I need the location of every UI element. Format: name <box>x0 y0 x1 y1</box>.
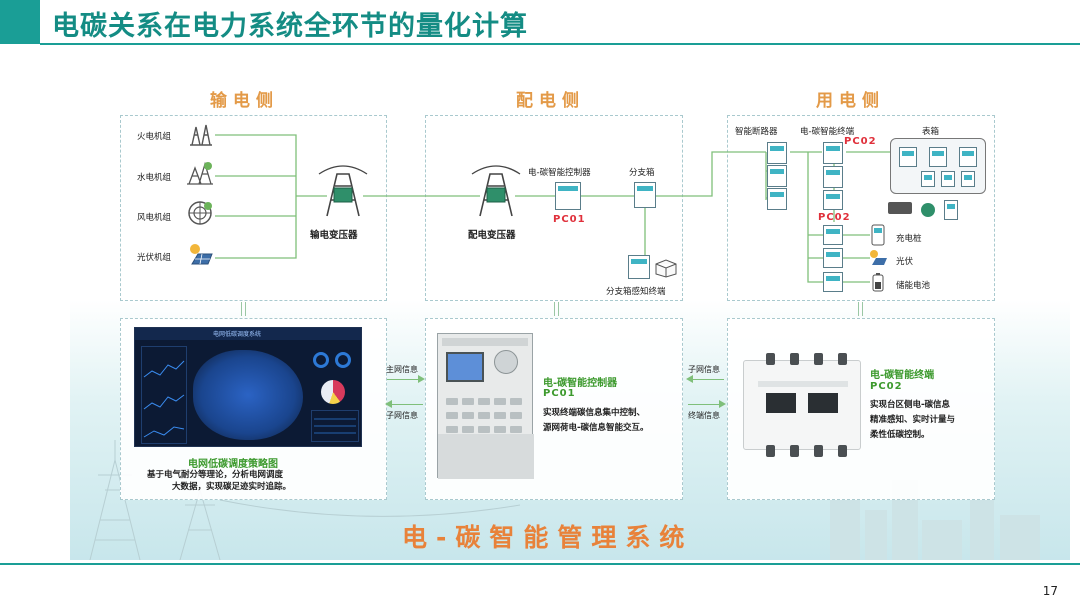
terminal-device-5 <box>823 248 843 268</box>
transmission-label: 输电侧 <box>210 86 279 111</box>
arrow-terminal-info <box>688 404 724 405</box>
link-tick-right <box>858 302 863 316</box>
controller-device <box>437 333 533 478</box>
terminal-desc-line3: 柔性低碳控制。 <box>870 428 930 443</box>
screen-left-panel <box>141 346 187 444</box>
gen-label-wind: 风电机组 <box>137 211 171 223</box>
controller-label: 电-碳智能控制器 <box>528 166 591 178</box>
solar-load-icon <box>868 249 888 267</box>
load-label-solar: 光伏 <box>896 255 913 267</box>
load-label-battery: 储能电池 <box>896 279 930 291</box>
breaker-device-1 <box>767 142 787 164</box>
load-label-charging: 充电桩 <box>896 232 922 244</box>
hydro-plant-icon <box>186 160 214 186</box>
thermal-plant-icon <box>188 121 214 147</box>
screen-pie-chart <box>321 380 345 404</box>
gen-label-solar: 光伏机组 <box>137 251 171 263</box>
package-icon <box>654 258 678 278</box>
screen-gauge-1 <box>313 352 329 368</box>
controller-device-icon <box>555 182 581 210</box>
screen-right-table <box>311 410 359 442</box>
battery-icon <box>872 272 884 292</box>
transmission-transformer-label: 输电变压器 <box>310 227 358 241</box>
arrow-label-substation-info: 子网信息 <box>386 410 418 421</box>
controller-desc-line2: 源网荷电-碳信息智能交互。 <box>543 421 649 436</box>
gen-label-hydro: 水电机组 <box>137 171 171 183</box>
breaker-device-3 <box>767 188 787 210</box>
meter-indicator <box>921 203 935 217</box>
meter-box-label: 表箱 <box>922 125 939 137</box>
breaker-label: 智能断路器 <box>735 125 778 137</box>
arrow-main-info <box>387 379 423 380</box>
arrow-label-terminal-info: 终端信息 <box>688 410 720 421</box>
transmission-transformer-icon <box>317 160 369 218</box>
terminal-device <box>743 360 861 450</box>
gen-label-thermal: 火电机组 <box>137 130 171 142</box>
terminal-code-mid: PC02 <box>818 212 851 223</box>
charging-pile-icon <box>870 224 886 246</box>
controller-code: PC01 <box>553 214 586 225</box>
arrow-label-main-info: 主网信息 <box>386 364 418 375</box>
breaker-device-2 <box>767 165 787 187</box>
arrow-sub-info <box>688 379 724 380</box>
controller-title: 电-碳智能控制器 <box>543 374 617 389</box>
arrow-label-sub-info: 子网信息 <box>688 364 720 375</box>
terminal-device-2 <box>823 166 843 188</box>
controller-desc-line1: 实现终端碳信息集中控制、 <box>543 406 645 421</box>
solar-panel-icon <box>186 242 214 266</box>
distribution-transformer-label: 配电变压器 <box>468 227 516 241</box>
branch-box-icon <box>634 182 656 208</box>
screen-title: 电网低碳调度系统 <box>213 329 261 338</box>
arrow-substation-info <box>387 404 423 405</box>
branch-box-label: 分支箱 <box>629 166 655 178</box>
page-number: 17 <box>1043 584 1058 598</box>
screen-gauge-2 <box>335 352 351 368</box>
meter-box-cabinet <box>890 138 986 194</box>
link-tick-left <box>241 302 246 316</box>
wind-turbine-icon <box>186 199 214 227</box>
terminal-desc-line2: 精准感知、实时计量与 <box>870 413 955 428</box>
title-accent-block <box>0 0 40 44</box>
consumption-label: 用电侧 <box>816 86 885 111</box>
meter-accessory <box>888 202 912 214</box>
distribution-transformer-icon <box>470 160 522 218</box>
distribution-label: 配电侧 <box>516 86 585 111</box>
meter-small-device <box>944 200 958 220</box>
screen-map <box>193 350 303 440</box>
footer-line <box>0 563 1080 565</box>
terminal-device-3 <box>823 190 843 210</box>
branch-terminal-label: 分支箱感知终端 <box>606 285 666 297</box>
terminal-desc-line1: 实现台区侧电-碳信息 <box>870 398 950 413</box>
terminal-lower-code: PC02 <box>870 381 903 392</box>
terminal-device-1 <box>823 142 843 164</box>
controller-lower-code: PC01 <box>543 388 576 399</box>
terminal-device-6 <box>823 272 843 292</box>
branch-terminal-icon <box>628 255 650 279</box>
strategy-screen: 电网低碳调度系统 <box>134 327 362 447</box>
terminal-code-top: PC02 <box>844 136 877 147</box>
system-name: 电-碳智能管理系统 <box>402 518 693 554</box>
link-tick-middle <box>554 302 559 316</box>
page-title: 电碳关系在电力系统全环节的量化计算 <box>52 4 528 43</box>
title-underline <box>40 43 1080 45</box>
strategy-desc-line2: 大数据，实现碳足迹实时追踪。 <box>172 480 291 495</box>
terminal-device-4 <box>823 225 843 245</box>
terminal-title: 电-碳智能终端 <box>870 366 934 381</box>
